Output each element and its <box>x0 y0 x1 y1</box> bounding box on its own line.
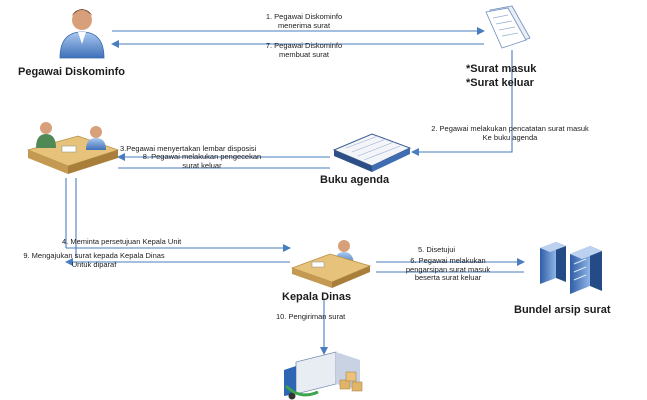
arrow-step-2 <box>411 50 513 156</box>
delivery-truck-icon <box>284 351 363 400</box>
step-1-line-1: 1. Pegawai Diskominfo <box>265 12 343 21</box>
meeting-desk-icon <box>26 122 120 174</box>
step-9-line-2: Untuk diparaf <box>71 259 117 269</box>
server-stack-icon <box>540 242 602 294</box>
step-7-line-1: 7. Pegawai Diskominfo <box>265 41 343 50</box>
step-3-label: 3.Pegawai menyertakan lembar disposisi <box>120 144 257 153</box>
actor-buku-label: Buku agenda <box>320 174 390 186</box>
actor-pegawai-label: Pegawai Diskominfo <box>18 66 125 78</box>
document-labels: *Surat masuk *Surat keluar <box>466 63 536 91</box>
surat-masuk-label: *Surat masuk <box>466 63 537 75</box>
step-6-line-1: 6. Pegawai melakukan <box>410 256 486 265</box>
connector-lines <box>65 27 525 355</box>
desk-worker-icon <box>290 240 372 288</box>
person-icon <box>59 9 105 59</box>
step-7-label: 7. Pegawai Diskominfo membuat surat <box>236 41 372 59</box>
step-8-label: 8. Pegawai melakukan pengecekan surat ke… <box>124 152 280 170</box>
step-2-label: 2. Pegawai melakukan pencatatan surat ma… <box>392 124 628 142</box>
step-2-line-1: 2. Pegawai melakukan pencatatan surat ma… <box>431 124 589 133</box>
step-10-label: 10. Pengiriman surat <box>276 312 346 321</box>
step-6-line-3: beserta surat keluar <box>414 273 482 283</box>
step-8-line-1: 8. Pegawai melakukan pengecekan <box>142 152 262 161</box>
document-icon <box>485 5 531 49</box>
step-2-line-2: Ke buku agenda <box>482 132 538 142</box>
step-5-label: 5. Disetujui <box>418 245 456 254</box>
ledger-book-icon <box>332 133 412 172</box>
step-1-line-2: menerima surat <box>277 20 331 30</box>
step-4-label: 4. Meminta persetujuan Kepala Unit <box>62 237 182 246</box>
actor-arsip-label: Bundel arsip surat <box>514 304 611 316</box>
surat-keluar-label: *Surat keluar <box>466 76 534 89</box>
step-9-line-1: 9. Mengajukan surat kepada Kepala Dinas <box>23 251 165 260</box>
step-6-label: 6. Pegawai melakukan pengarsipan surat m… <box>384 256 512 283</box>
step-8-line-2: surat keluar <box>182 160 222 170</box>
step-7-line-2: membuat surat <box>278 49 330 59</box>
step-1-label: 1. Pegawai Diskominfo menerima surat <box>236 12 372 30</box>
step-6-line-2: pengarsipan surat masuk <box>405 264 491 274</box>
step-9-label: 9. Mengajukan surat kepada Kepala Dinas … <box>2 251 186 269</box>
actor-kepala-label: Kepala Dinas <box>282 291 352 303</box>
